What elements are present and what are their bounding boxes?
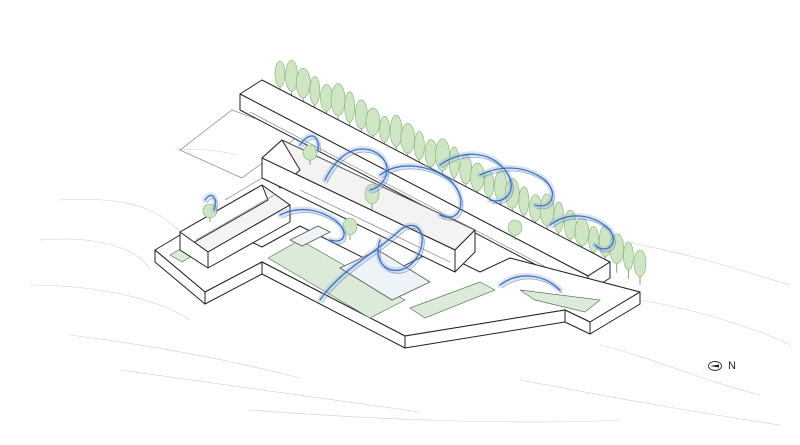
wind-ribbon: [547, 212, 617, 253]
wind-ribbon: [202, 192, 219, 214]
courtyard-tree: [364, 183, 380, 210]
wind-flow-ribbons: [202, 133, 617, 304]
courtyard-trees: [202, 144, 523, 240]
tree: [400, 123, 416, 163]
tree: [633, 249, 647, 285]
wind-ribbon: [277, 206, 347, 245]
tree: [483, 171, 495, 206]
terrain-contours: [29, 148, 791, 426]
courtyard-tree: [202, 203, 218, 222]
tree-row: [274, 59, 647, 285]
north-label: N: [728, 359, 736, 372]
wind-ribbon: [322, 146, 390, 194]
swimming-pool: [289, 225, 431, 301]
tree: [623, 241, 634, 279]
west-pavilion: [179, 184, 291, 269]
wind-ribbon: [477, 165, 556, 210]
courtyard-tree: [507, 219, 523, 240]
tree: [295, 67, 311, 108]
wind-ribbon: [437, 151, 515, 205]
wind-ribbon: [497, 272, 563, 294]
wind-ribbon: [317, 222, 426, 304]
north-indicator: N: [707, 360, 736, 372]
courtyard-tree: [302, 144, 318, 165]
courtyard-tree: [342, 217, 358, 240]
wind-ribbon: [377, 162, 464, 221]
wind-ribbon: [297, 133, 322, 154]
north-arrow-icon: [708, 361, 722, 371]
